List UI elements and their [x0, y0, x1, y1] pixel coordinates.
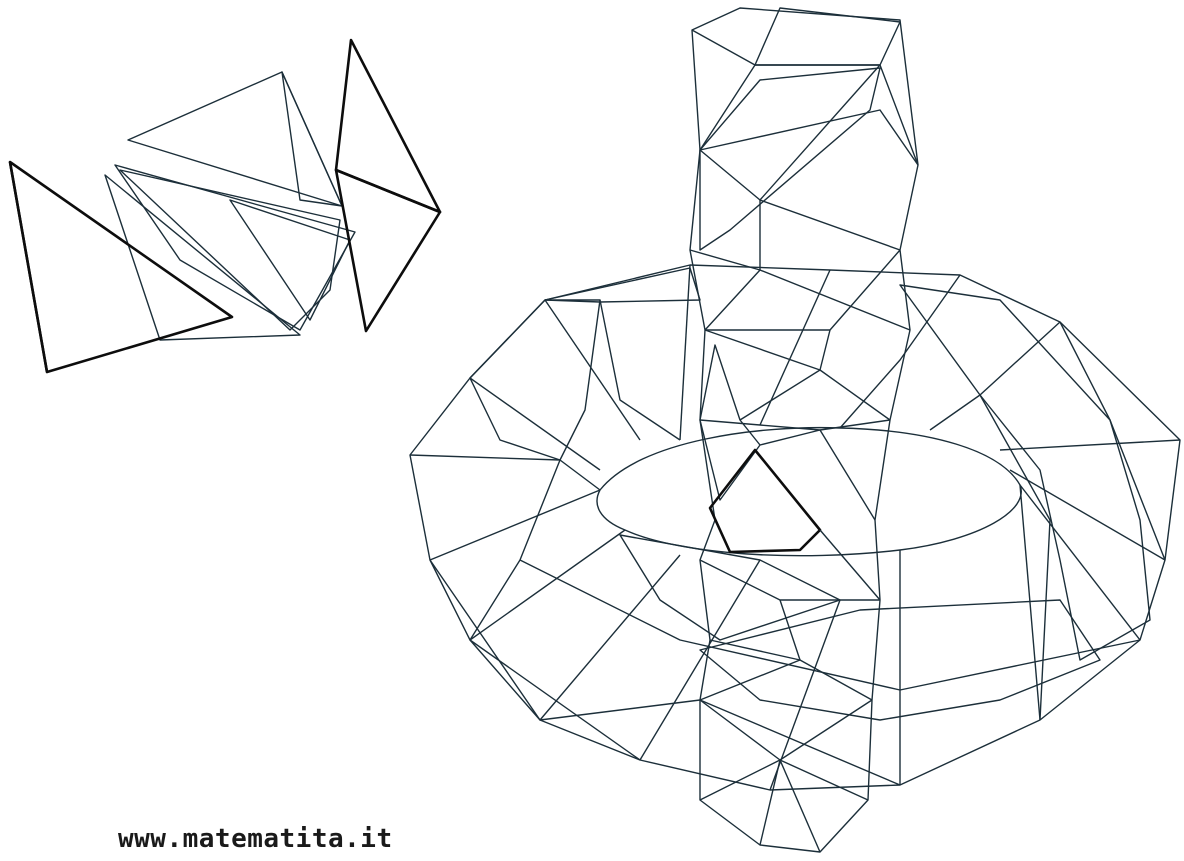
- torus-mesh: [410, 265, 1180, 790]
- tetra-face: [105, 175, 300, 340]
- tetra-face: [10, 162, 232, 372]
- column-highlight: [710, 450, 820, 552]
- tetra-face: [336, 40, 440, 212]
- torus-outer-body: [410, 265, 1180, 790]
- torus: [410, 265, 1180, 790]
- tetra-face: [282, 72, 342, 206]
- column-cap: [755, 8, 900, 65]
- torus-strip: [470, 300, 600, 460]
- column-mesh: [690, 30, 918, 852]
- torus-strip: [545, 268, 700, 302]
- tetra-face: [336, 170, 440, 331]
- tetra-edge: [10, 162, 47, 372]
- tetra-face: [120, 170, 340, 330]
- tetra-face: [128, 72, 342, 206]
- torus-hole: [597, 428, 1021, 556]
- tetra-face: [115, 165, 355, 330]
- tetrahedra-cluster: [10, 40, 440, 372]
- site-watermark: www.matematita.it: [118, 826, 393, 852]
